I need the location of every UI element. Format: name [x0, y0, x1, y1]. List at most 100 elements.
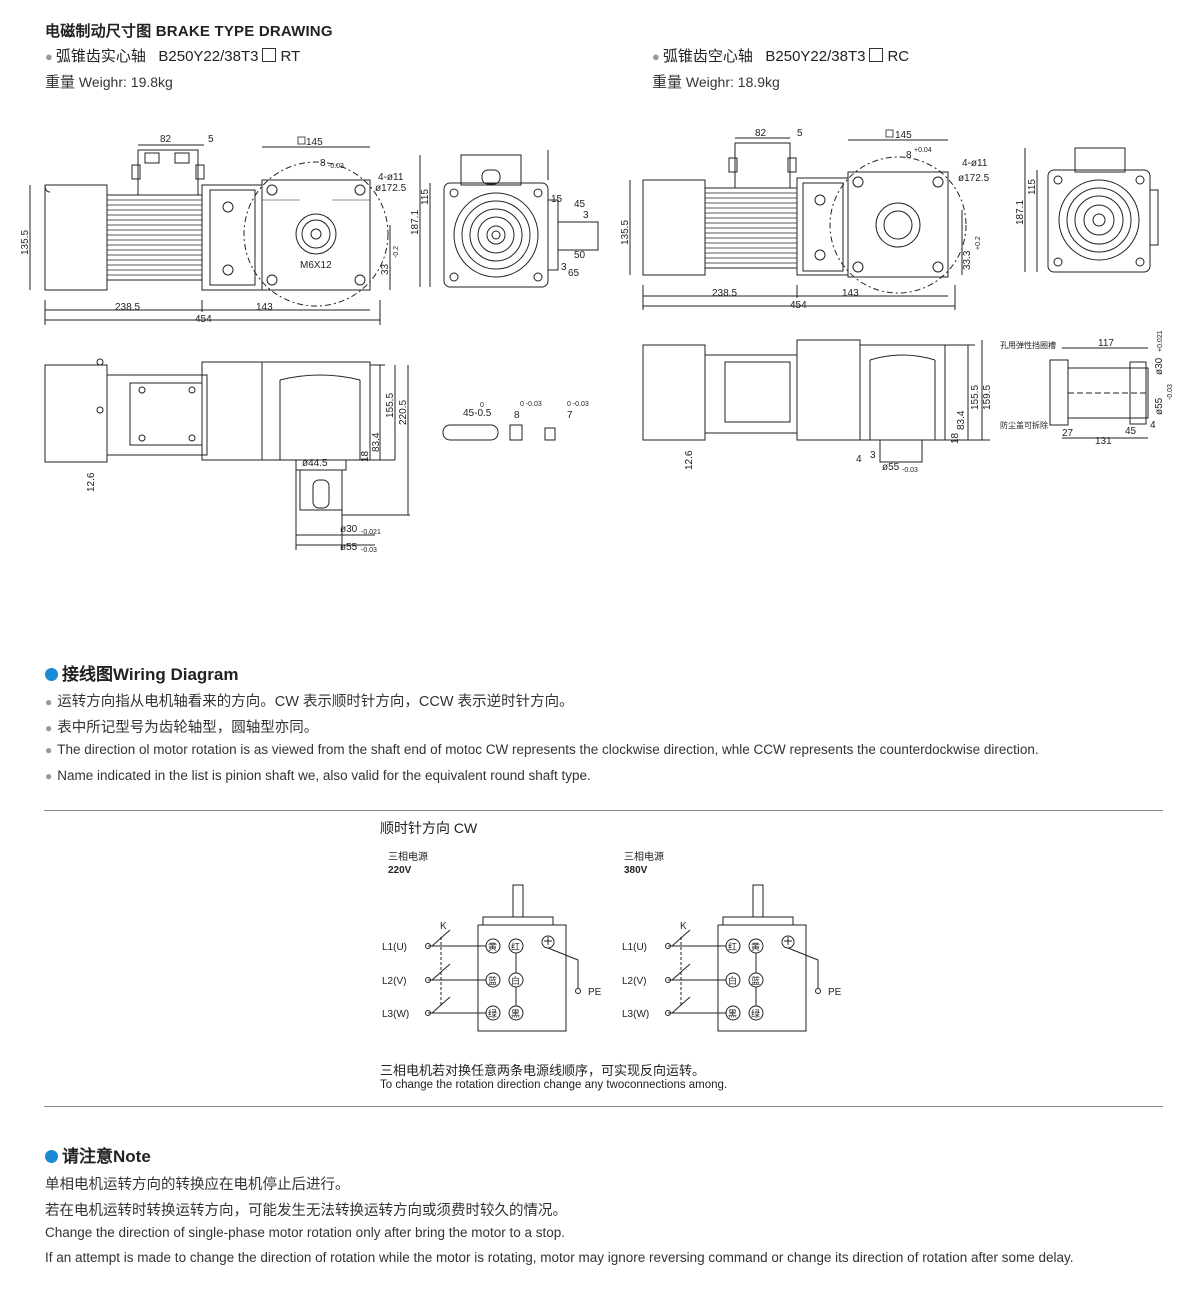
bullet-icon: ●	[45, 769, 53, 783]
dim-r-s4: 4	[1150, 420, 1156, 431]
right-weight-en: Weighr: 18.9kg	[685, 74, 780, 90]
label-retaining-groove: 孔用弹性挡圈槽	[1000, 340, 1056, 350]
terminal-3b: 黑	[511, 1009, 520, 1019]
dim-key1: 45-0.5	[463, 408, 492, 419]
dim-r-33-tol: +0.2	[975, 236, 982, 250]
dim-m6: M6X12	[300, 260, 332, 271]
dim-r-131: 131	[1095, 436, 1112, 447]
dim-r-s30-tol: +0.021	[1157, 330, 1164, 352]
dim-30-tol: -0.021	[361, 529, 381, 536]
bullet-text: The direction ol motor rotation is as vi…	[57, 742, 1039, 757]
dim-r-143: 143	[842, 288, 859, 299]
dim-50: 50	[574, 250, 586, 261]
note-title-en: Note	[113, 1147, 151, 1166]
dim-r-155: 155.5	[970, 385, 981, 410]
square-icon	[262, 48, 277, 62]
terminal-box	[137, 149, 199, 196]
phase-label: 三相电源	[624, 850, 664, 863]
dim-r-18: 18	[950, 432, 961, 444]
dim-r-159: 159.5	[982, 385, 993, 410]
phase-label: 三相电源	[388, 850, 428, 863]
dim-r-55-tol: -0.03	[902, 467, 918, 474]
right-drawing: 82 5 145 8 +0.04 4-ø11 ø172.5 238.5 143 …	[620, 128, 1174, 474]
motor-body	[106, 194, 203, 281]
l2-label: L2(V)	[382, 976, 406, 987]
dim-55: ø55	[340, 542, 358, 553]
brake-cover-r	[642, 179, 706, 276]
dim-220: 220.5	[398, 400, 409, 425]
dim-33-tol: -0.2	[393, 246, 400, 258]
left-weight-zh: 重量	[45, 74, 76, 91]
right-weight: 重量 Weighr: 18.9kg	[652, 71, 780, 92]
dim-115: 115	[420, 189, 431, 205]
dim-key3-tol: 0 -0.03	[567, 401, 589, 408]
note-title: 请注意Note	[45, 1142, 151, 1167]
dim-holes: 4-ø11	[378, 172, 404, 183]
l3-label: L3(W)	[622, 1009, 649, 1020]
dim-r-126: 12.6	[684, 450, 695, 470]
dim-187: 187.1	[410, 210, 421, 235]
dim-r-135: 135.5	[620, 220, 631, 245]
right-weight-zh: 重量	[652, 74, 683, 91]
square-icon	[297, 136, 306, 145]
left-suffix: RT	[280, 48, 301, 65]
dim-3: 3	[583, 210, 589, 221]
dim-r-55: ø55	[882, 462, 900, 473]
brake-cover-side	[44, 364, 108, 463]
note-line-4: If an attempt is made to change the dire…	[45, 1250, 1074, 1265]
pe-label: PE	[828, 987, 842, 998]
wiring-bullet-2: ●表中所记型号为齿轮轴型，圆轴型亦同。	[45, 716, 318, 737]
bullet-icon: ●	[45, 49, 53, 64]
dim-r-holes: 4-ø11	[962, 158, 988, 169]
dim-r-3: 3	[870, 450, 876, 461]
terminal-3a: 黑	[728, 1009, 737, 1019]
dim-5: 5	[208, 134, 214, 145]
bullet-text: 运转方向指从电机轴看来的方向。CW 表示顺时针方向，CCW 表示逆时针方向。	[57, 694, 574, 710]
drawing-title: 电磁制动尺寸图 BRAKE TYPE DRAWING	[45, 23, 333, 40]
terminal-1a: 黄	[488, 941, 497, 952]
l2-label: L2(V)	[622, 976, 646, 987]
wiring-caption-zh: 三相电机若对换任意两条电源线顺序，可实现反向运转。	[380, 1063, 706, 1078]
bullet-text: 表中所记型号为齿轮轴型，圆轴型亦同。	[57, 720, 319, 736]
left-weight: 重量 Weighr: 19.8kg	[45, 71, 173, 92]
dim-82: 82	[160, 134, 172, 145]
bullet-icon: ●	[45, 743, 53, 757]
dim-126: 12.6	[86, 472, 97, 492]
left-subtitle-prefix: 弧锥齿实心轴	[55, 48, 146, 65]
dim-3b: 3	[561, 262, 567, 273]
terminal-2b: 蓝	[751, 975, 760, 986]
terminal-block-1	[477, 924, 567, 1032]
terminal-1b: 红	[511, 941, 520, 952]
dim-r-8: 8	[906, 150, 912, 161]
divider-bottom	[44, 1106, 1163, 1107]
dim-r-33: 33.3	[962, 250, 973, 270]
dim-30: ø30	[340, 524, 358, 535]
divider-top	[44, 810, 1163, 811]
dim-15: 15	[551, 194, 563, 205]
bullet-icon: ●	[45, 695, 53, 709]
wiring-bullet-4: ●Name indicated in the list is pinion sh…	[45, 768, 591, 783]
left-drawing: 82 5 145 8 -0.03 4-ø11 ø172.5 M6X12 238.…	[20, 134, 599, 554]
terminal-2a: 蓝	[488, 975, 497, 986]
dim-key1-tol: 0	[480, 402, 484, 409]
wiring-title-zh: 接线图	[62, 665, 113, 684]
gear-head-r	[847, 171, 949, 278]
note-line-3: Change the direction of single-phase mot…	[45, 1225, 566, 1240]
cw-label: 顺时针方向 CW	[380, 820, 478, 836]
output-shaft	[557, 221, 599, 251]
dim-18: 18	[360, 450, 371, 462]
wiring-title-en: Wiring Diagram	[113, 665, 239, 684]
l1-label: L1(U)	[622, 942, 647, 953]
dim-r-117: 117	[1098, 338, 1114, 349]
right-suffix: RC	[887, 48, 910, 65]
dim-65: 65	[568, 268, 580, 279]
right-model: B250Y22/38T3	[765, 48, 866, 65]
dim-155: 155.5	[385, 393, 396, 418]
voltage-label: 220V	[388, 865, 412, 876]
terminal-1a: 红	[728, 941, 737, 952]
terminal-3b: 绿	[751, 1008, 760, 1019]
l1-label: L1(U)	[382, 942, 407, 953]
terminal-block-2	[717, 924, 807, 1032]
dim-r-s55-tol: -0.03	[1167, 384, 1174, 400]
right-subtitle-prefix: 弧锥齿空心轴	[662, 48, 753, 65]
